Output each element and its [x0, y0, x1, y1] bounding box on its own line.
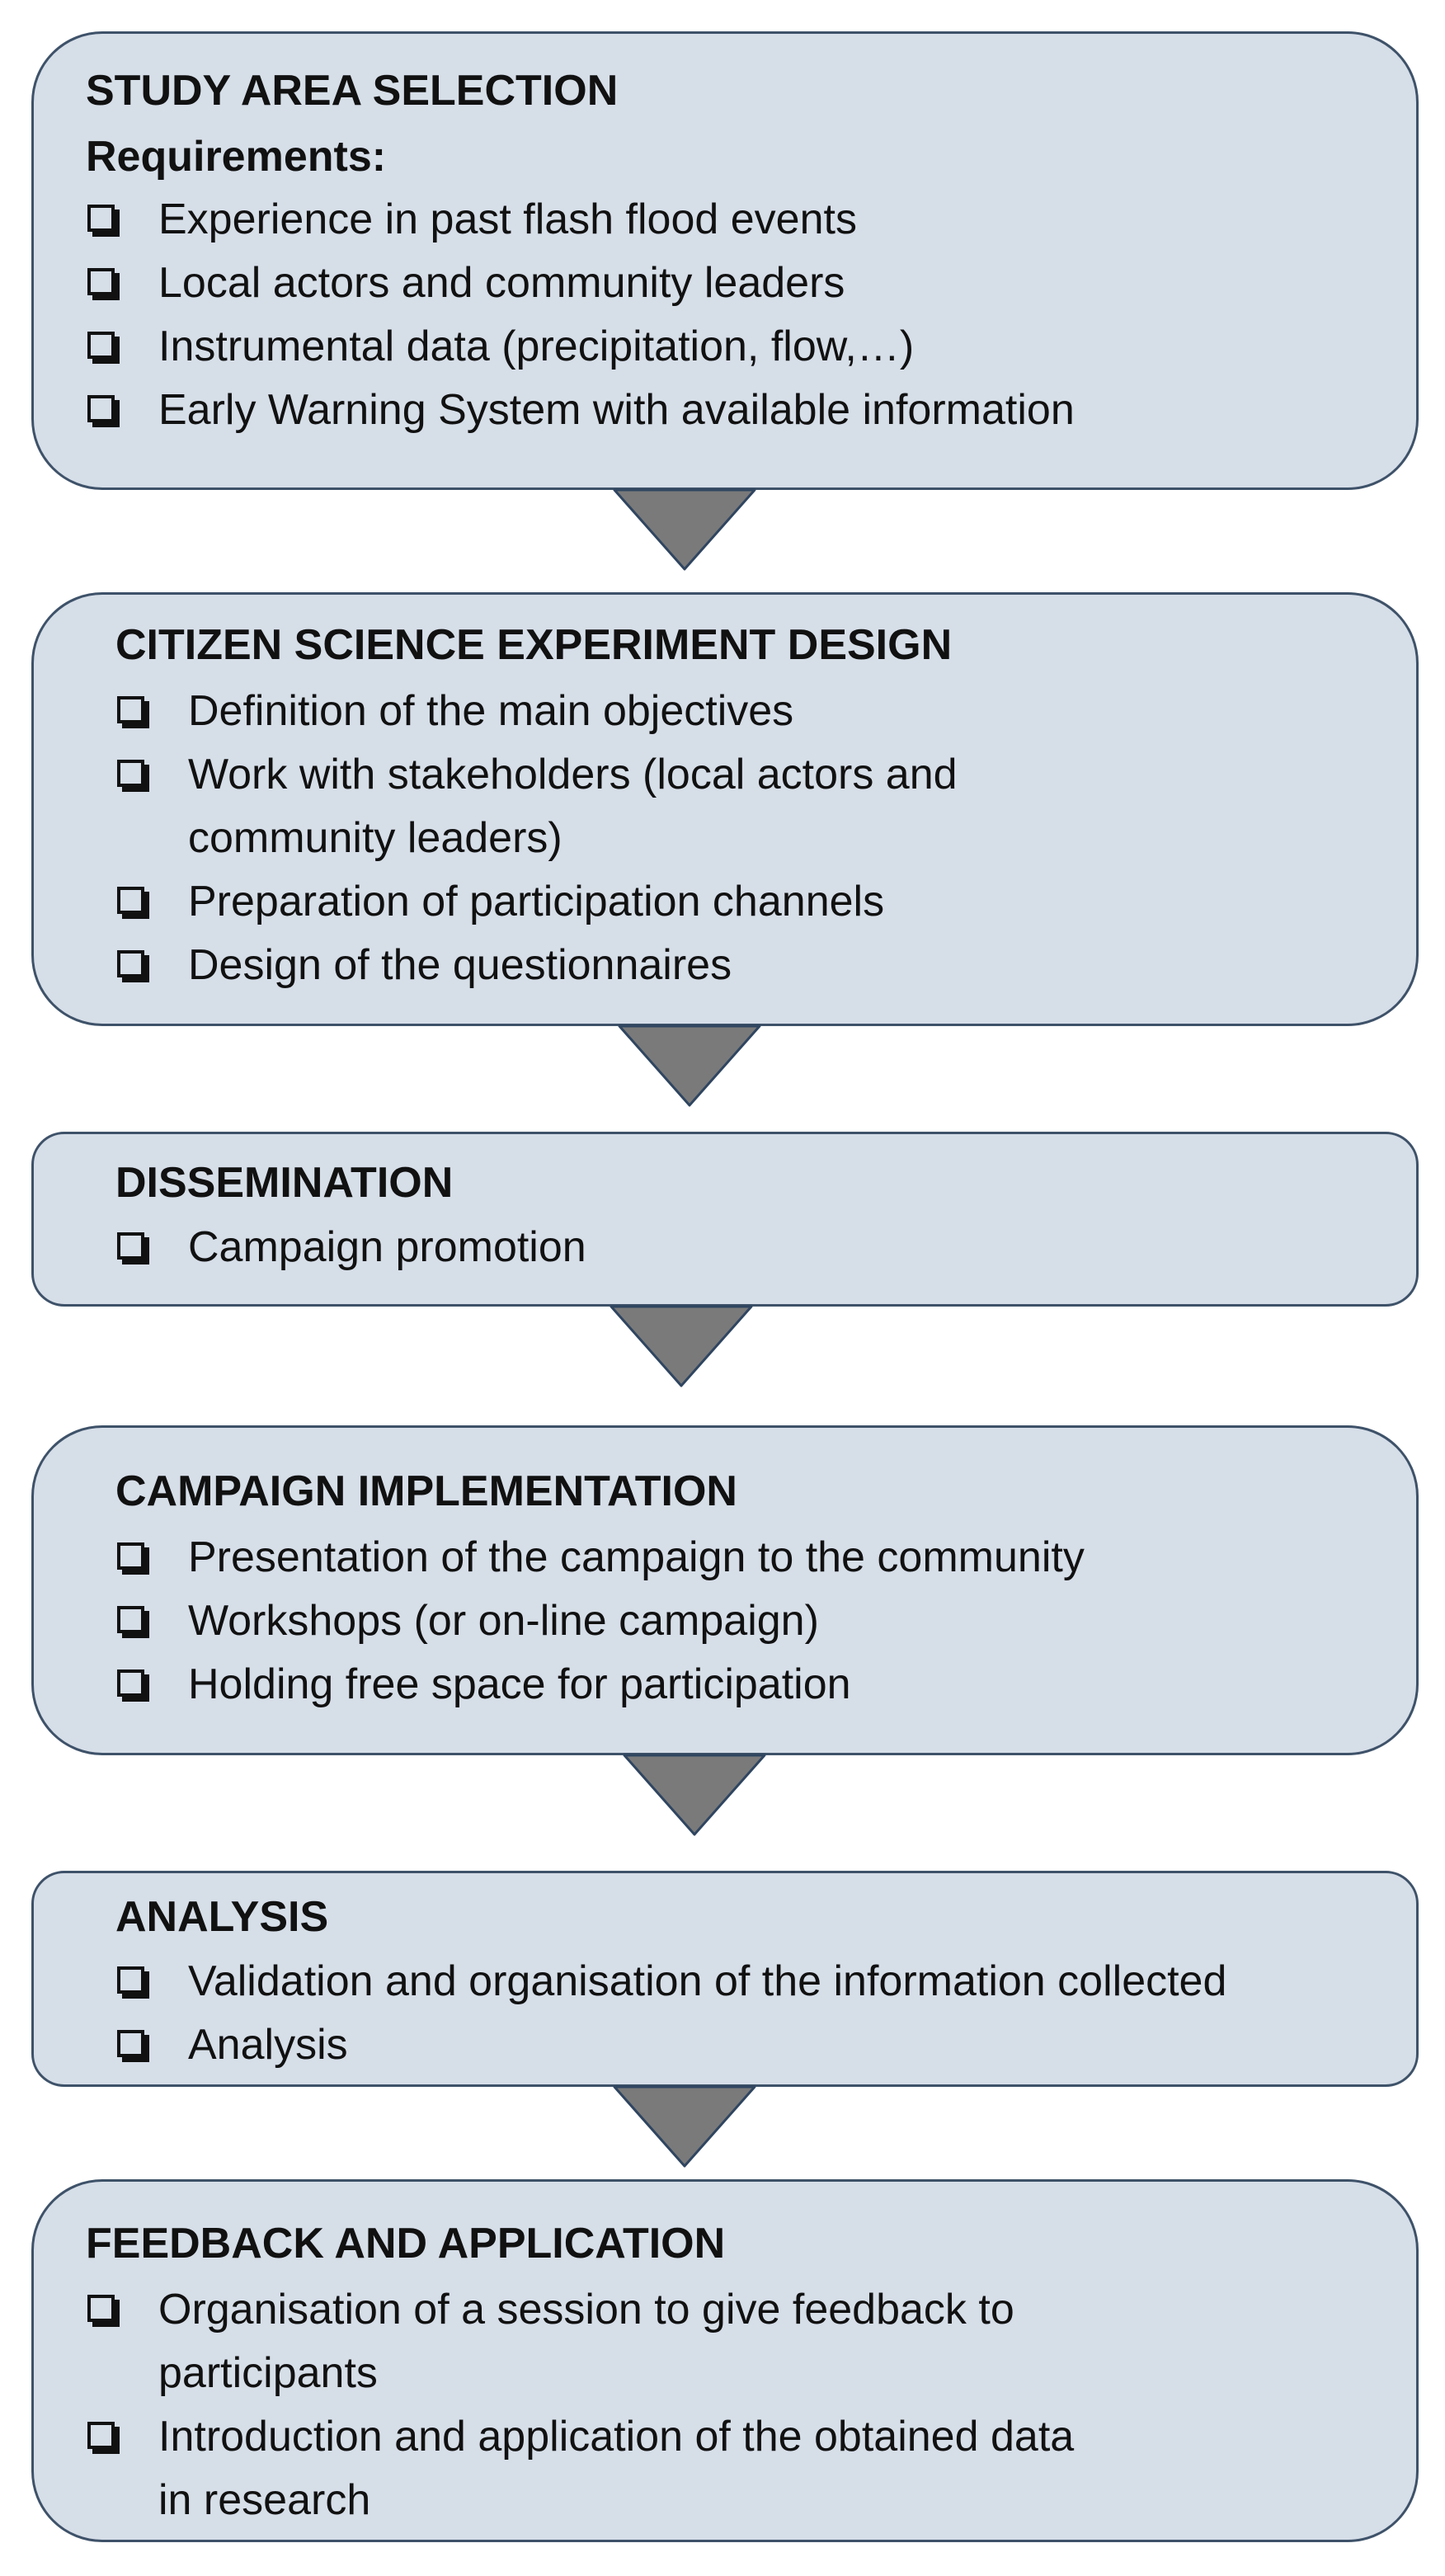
checklist-item: Holding free space for participation — [188, 1660, 851, 1708]
checklist-item: Instrumental data (precipitation, flow,…… — [158, 323, 915, 370]
step-title: FEEDBACK AND APPLICATION — [86, 2220, 726, 2268]
step-subtitle: Requirements: — [86, 133, 387, 181]
checklist-item: Validation and organisation of the infor… — [188, 1957, 1227, 2005]
checkbox-icon — [87, 332, 115, 359]
step-box — [31, 1425, 1419, 1755]
step-box — [31, 31, 1419, 490]
checkbox-icon — [117, 1669, 144, 1697]
checkbox-icon — [117, 1966, 144, 1994]
checkbox-icon — [117, 1232, 144, 1260]
checklist-item: Workshops (or on-line campaign) — [188, 1597, 819, 1645]
checklist-item: Early Warning System with available info… — [158, 386, 1075, 434]
step-title: CAMPAIGN IMPLEMENTATION — [115, 1467, 737, 1515]
checkbox-icon — [87, 268, 115, 295]
checkbox-icon — [117, 2030, 144, 2057]
checklist-item: Work with stakeholders (local actors and — [188, 751, 958, 798]
step-title: CITIZEN SCIENCE EXPERIMENT DESIGN — [115, 621, 953, 669]
checklist-item: Introduction and application of the obta… — [158, 2413, 1075, 2461]
checkbox-icon — [117, 760, 144, 787]
checkbox-icon — [117, 887, 144, 914]
step-box — [31, 1132, 1419, 1307]
step-title: DISSEMINATION — [115, 1159, 454, 1207]
checklist-item: Presentation of the campaign to the comm… — [188, 1533, 1085, 1581]
checkbox-icon — [117, 950, 144, 977]
checkbox-icon — [117, 1606, 144, 1633]
checklist-item: in research — [158, 2476, 371, 2524]
checkbox-icon — [87, 2295, 115, 2322]
step-box — [31, 592, 1419, 1026]
step-box — [31, 2179, 1419, 2542]
checkbox-icon — [87, 205, 115, 232]
checklist-item: Experience in past flash flood events — [158, 195, 857, 243]
checklist-item: Organisation of a session to give feedba… — [158, 2286, 1014, 2333]
step-box — [31, 1871, 1419, 2087]
checkbox-icon — [87, 395, 115, 422]
checklist-item: participants — [158, 2349, 378, 2397]
checklist-item: Local actors and community leaders — [158, 259, 845, 307]
checklist-item: Design of the questionnaires — [188, 941, 732, 989]
checkbox-icon — [117, 696, 144, 723]
checklist-item: Campaign promotion — [188, 1223, 586, 1271]
checklist-item: Preparation of participation channels — [188, 878, 885, 925]
checklist-item: Definition of the main objectives — [188, 687, 794, 735]
step-title: ANALYSIS — [115, 1893, 329, 1941]
checkbox-icon — [87, 2422, 115, 2449]
checklist-item: Analysis — [188, 2021, 348, 2069]
checkbox-icon — [117, 1542, 144, 1570]
checklist-item: community leaders) — [188, 814, 562, 862]
step-title: STUDY AREA SELECTION — [86, 67, 619, 115]
